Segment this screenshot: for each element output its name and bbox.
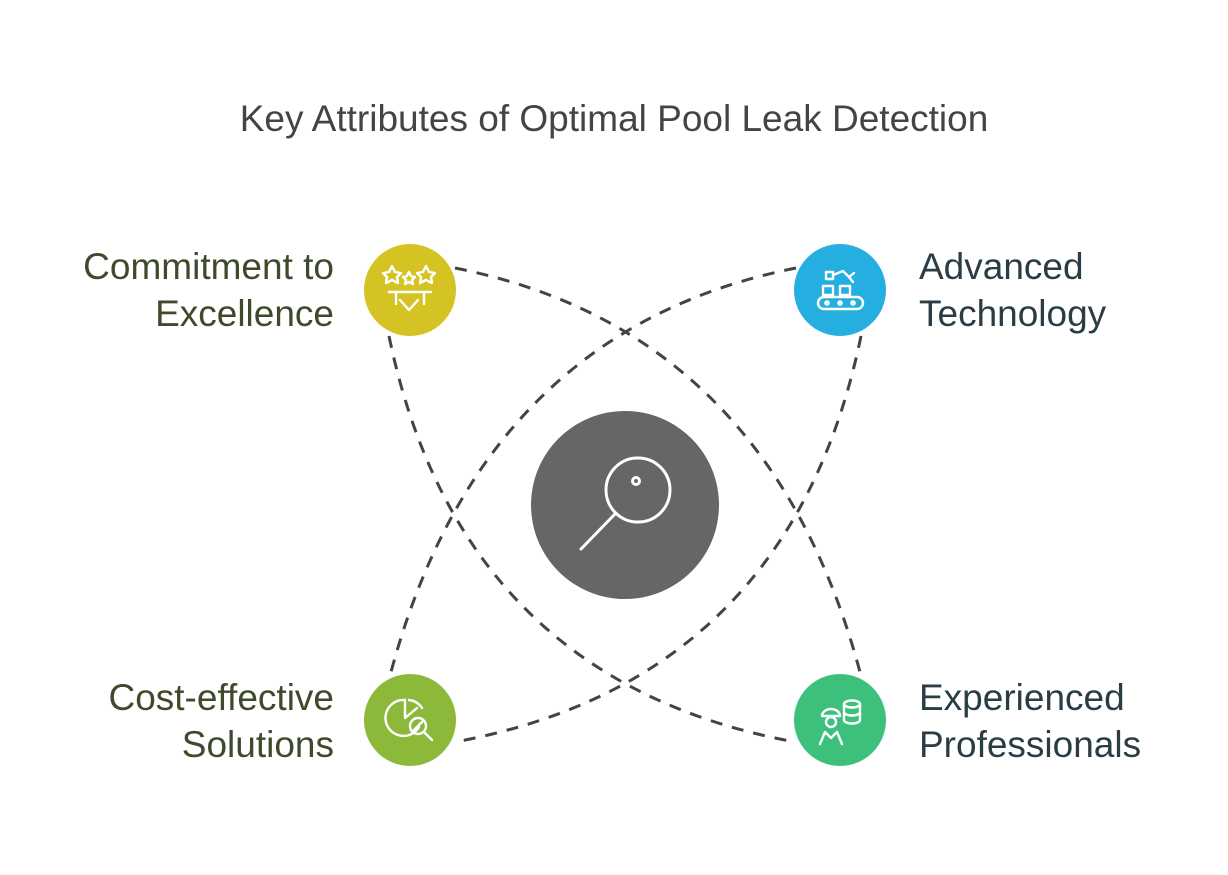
worker-database-icon — [818, 699, 862, 746]
node-label-professionals: Experienced Professionals — [919, 674, 1228, 768]
robot-conveyor-icon — [816, 269, 865, 311]
connector-arc-tl-to-br-lower — [387, 335, 796, 744]
center-circle — [531, 411, 719, 599]
node-label-commitment: Commitment to Excellence — [0, 243, 334, 337]
node-professionals-circle — [794, 674, 886, 766]
node-label-cost-line1: Cost-effective — [108, 677, 334, 718]
center-node — [531, 411, 719, 599]
node-cost-circle — [364, 674, 456, 766]
quality-stars-icon — [381, 264, 437, 312]
connector-arc-tr-to-bl — [389, 266, 797, 673]
node-cost — [364, 674, 456, 766]
node-commitment-circle — [364, 244, 456, 336]
node-label-technology-line1: Advanced — [919, 246, 1084, 287]
node-commitment — [364, 244, 456, 336]
node-label-technology-line2: Technology — [919, 293, 1107, 334]
magnifier-icon — [579, 456, 672, 551]
diagram-title: Key Attributes of Optimal Pool Leak Dete… — [239, 98, 989, 139]
node-label-commitment-line1: Commitment to — [83, 246, 334, 287]
node-label-commitment-line2: Excellence — [155, 293, 334, 334]
node-label-cost-line2: Solutions — [181, 724, 334, 765]
node-label-technology: Advanced Technology — [919, 243, 1228, 337]
pie-chart-search-icon — [384, 698, 434, 742]
connector-arc-tr-to-bl-lower — [454, 335, 863, 744]
node-label-professionals-line2: Professionals — [919, 724, 1142, 765]
connector-arc-tl-to-br — [454, 266, 862, 673]
node-technology — [794, 244, 886, 336]
node-label-professionals-line1: Experienced — [919, 677, 1125, 718]
node-label-cost: Cost-effective Solutions — [0, 674, 334, 768]
node-professionals — [794, 674, 886, 766]
